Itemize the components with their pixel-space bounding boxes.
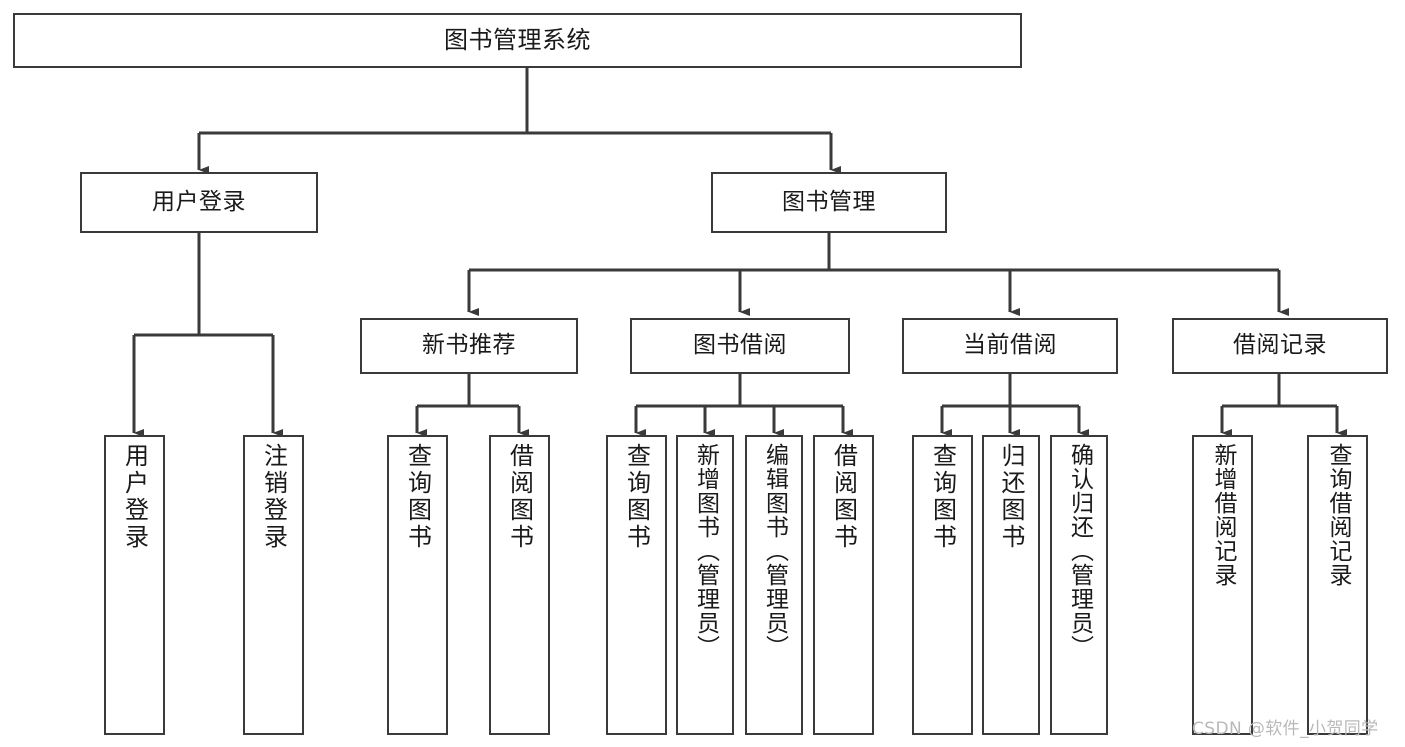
node-user-login[interactable]: 用户登录 — [80, 172, 318, 233]
node-current-borrow[interactable]: 当前借阅 — [902, 318, 1118, 374]
leaf-user-login-2[interactable]: 注销登录 — [243, 435, 304, 735]
leaf-current-3[interactable]: 确认归还（管理员） — [1050, 435, 1108, 735]
leaf-current-1-label: 查询图书 — [928, 443, 957, 551]
leaf-borrow-4[interactable]: 借阅图书 — [813, 435, 874, 735]
leaf-user-login-1[interactable]: 用户登录 — [104, 435, 165, 735]
leaf-current-2-label: 归还图书 — [997, 443, 1025, 551]
leaf-current-3-label: 确认归还（管理员） — [1066, 443, 1093, 659]
leaf-record-2-label: 查询借阅记录 — [1325, 443, 1351, 587]
leaf-record-1[interactable]: 新增借阅记录 — [1192, 435, 1253, 735]
node-borrow-record[interactable]: 借阅记录 — [1172, 318, 1388, 374]
leaf-current-1[interactable]: 查询图书 — [912, 435, 973, 735]
leaf-borrow-3-label: 编辑图书（管理员） — [761, 443, 788, 659]
leaf-user-login-1-label: 用户登录 — [120, 443, 149, 551]
leaf-borrow-4-label: 借阅图书 — [829, 443, 858, 551]
leaf-record-2[interactable]: 查询借阅记录 — [1307, 435, 1368, 735]
node-book-borrow[interactable]: 图书借阅 — [630, 318, 850, 374]
node-root[interactable]: 图书管理系统 — [13, 13, 1022, 68]
node-book-manage[interactable]: 图书管理 — [711, 172, 947, 233]
leaf-borrow-1-label: 查询图书 — [622, 443, 651, 551]
node-root-label: 图书管理系统 — [444, 26, 591, 55]
leaf-current-2[interactable]: 归还图书 — [982, 435, 1040, 735]
node-current-borrow-label: 当前借阅 — [963, 332, 1057, 359]
node-book-borrow-label: 图书借阅 — [693, 332, 787, 359]
leaf-borrow-2[interactable]: 新增图书（管理员） — [676, 435, 734, 735]
leaf-recommend-2-label: 借阅图书 — [505, 443, 534, 551]
leaf-borrow-3[interactable]: 编辑图书（管理员） — [745, 435, 803, 735]
leaf-borrow-1[interactable]: 查询图书 — [606, 435, 667, 735]
node-new-book-recommend[interactable]: 新书推荐 — [360, 318, 578, 374]
leaf-user-login-2-label: 注销登录 — [259, 443, 288, 551]
leaf-recommend-1-label: 查询图书 — [403, 443, 432, 551]
leaf-recommend-1[interactable]: 查询图书 — [387, 435, 448, 735]
node-book-manage-label: 图书管理 — [782, 188, 876, 215]
leaf-recommend-2[interactable]: 借阅图书 — [489, 435, 550, 735]
node-new-book-recommend-label: 新书推荐 — [422, 332, 516, 359]
node-borrow-record-label: 借阅记录 — [1233, 332, 1327, 359]
node-user-login-label: 用户登录 — [152, 188, 246, 215]
leaf-borrow-2-label: 新增图书（管理员） — [692, 443, 719, 659]
leaf-record-1-label: 新增借阅记录 — [1210, 443, 1236, 587]
